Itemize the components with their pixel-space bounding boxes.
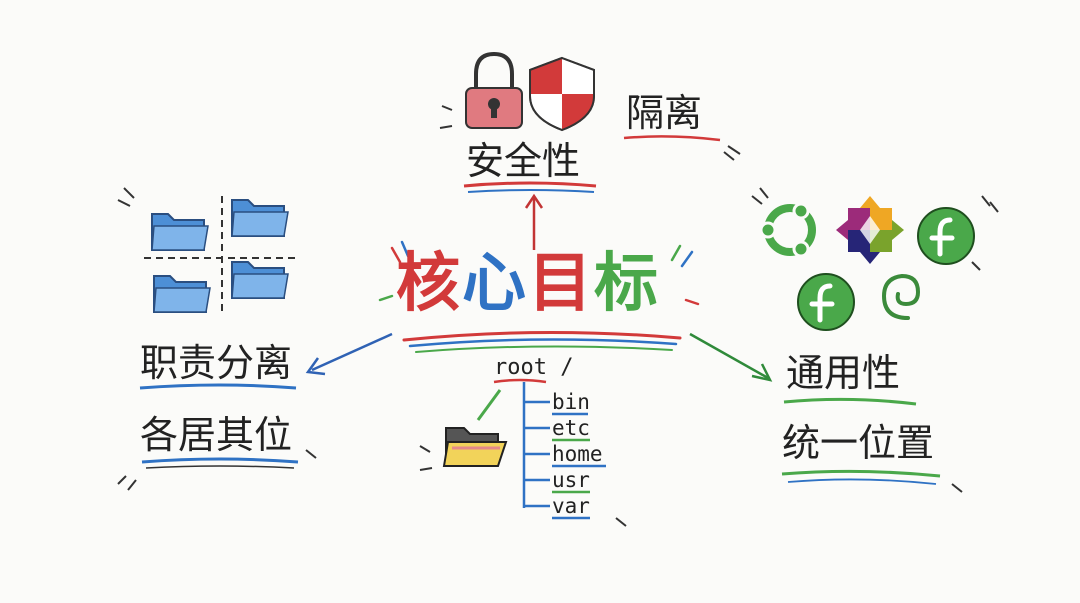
separation-label: 职责分离: [140, 341, 293, 385]
debian-icon: [881, 273, 921, 320]
title-emphasis-marks: [378, 240, 700, 306]
title-char: 标: [594, 247, 660, 321]
right-marks: [951, 483, 963, 493]
security-underline-2: [467, 189, 595, 193]
fedora-icon: [797, 273, 855, 331]
isolation-underline: [623, 135, 721, 142]
root-underline: [493, 378, 547, 384]
universality-label: 通用性: [786, 351, 901, 395]
left-marks-2: [305, 449, 317, 459]
title-char: 目: [528, 247, 594, 321]
open-folder-icon: [442, 427, 508, 467]
arrow-to-security: [524, 193, 544, 250]
distro-marks: [751, 187, 769, 205]
tree-root-label: root /: [494, 355, 574, 380]
security-label: 安全性: [466, 139, 581, 183]
distro-marks-2: [981, 195, 999, 213]
tree-lines: [522, 382, 550, 508]
tree-marks-2: [615, 517, 627, 527]
folder-icon: [153, 275, 211, 313]
centos-icon: [836, 196, 904, 264]
separation-underline: [139, 383, 297, 390]
lock-icon: [465, 51, 523, 129]
tree-dir-bin: bin: [552, 390, 590, 414]
shield-icon: [529, 56, 595, 132]
title-char: 心: [462, 247, 528, 321]
tree-dir-underlines: [552, 412, 606, 520]
security-marks: [439, 105, 453, 129]
arrow-to-universality: [689, 332, 773, 382]
core-goals-title: 核心目标: [396, 252, 660, 316]
folder-icon: [231, 199, 289, 237]
tree-dir-usr: usr: [552, 468, 590, 492]
tree-dir-home: home: [552, 442, 603, 466]
folder-grid: [144, 196, 296, 316]
placement-label: 各居其位: [140, 413, 293, 457]
isolation-label: 隔离: [626, 91, 703, 135]
arrow-to-separation: [305, 332, 393, 376]
folder-marks: [117, 187, 135, 207]
universality-underline: [783, 397, 917, 406]
placement-underline: [141, 457, 299, 464]
fedora-icon: [917, 207, 975, 265]
security-underline: [463, 181, 597, 188]
title-char: 核: [396, 247, 462, 321]
folder-icon: [151, 213, 209, 251]
placement-underline-2: [145, 465, 295, 469]
distro-marks-3: [971, 261, 981, 271]
unified-location-label: 统一位置: [782, 421, 935, 465]
folder-icon: [231, 261, 289, 299]
left-marks: [117, 475, 137, 491]
isolation-marks: [723, 145, 741, 161]
tree-dir-var: var: [552, 494, 590, 518]
folder-connector: [476, 389, 502, 421]
tree-marks: [419, 445, 433, 471]
unified-underline-2: [787, 478, 937, 485]
title-underline: [402, 330, 682, 353]
unified-underline: [781, 469, 941, 478]
tree-dir-etc: etc: [552, 416, 590, 440]
ubuntu-icon: [759, 202, 816, 258]
